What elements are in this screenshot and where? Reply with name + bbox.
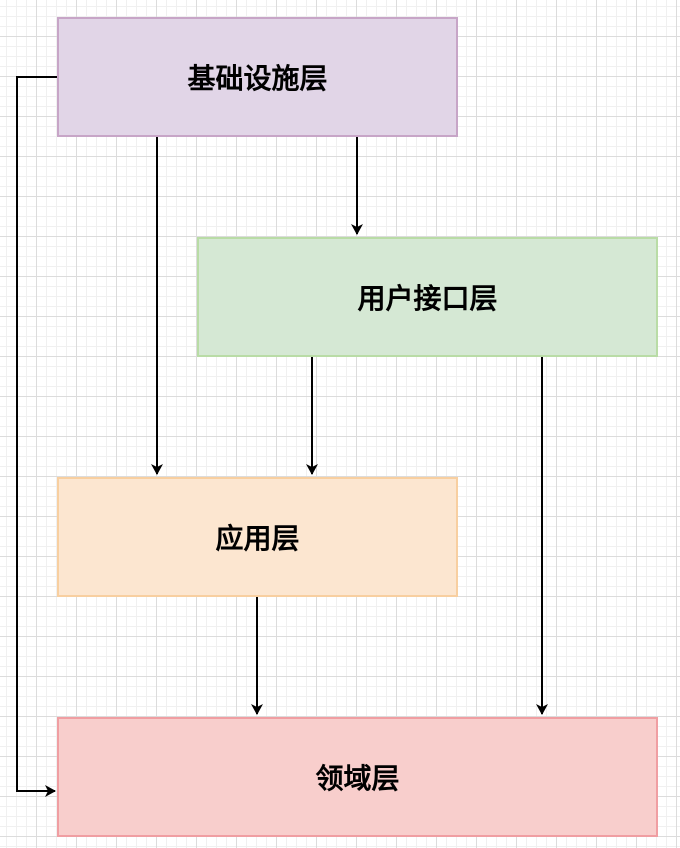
domain-layer-label: 领域层 [315,762,400,795]
user-interface-layer-label: 用户接口层 [357,282,498,315]
infrastructure-layer-box[interactable]: 基础设施层 [57,17,458,137]
infrastructure-layer-label: 基础设施层 [187,62,328,95]
application-layer-box[interactable]: 应用层 [57,477,458,597]
edge-infra-to-domain [16,76,57,797]
domain-layer-box[interactable]: 领域层 [57,717,658,837]
user-interface-layer-box[interactable]: 用户接口层 [197,237,658,357]
application-layer-label: 应用层 [215,522,300,555]
